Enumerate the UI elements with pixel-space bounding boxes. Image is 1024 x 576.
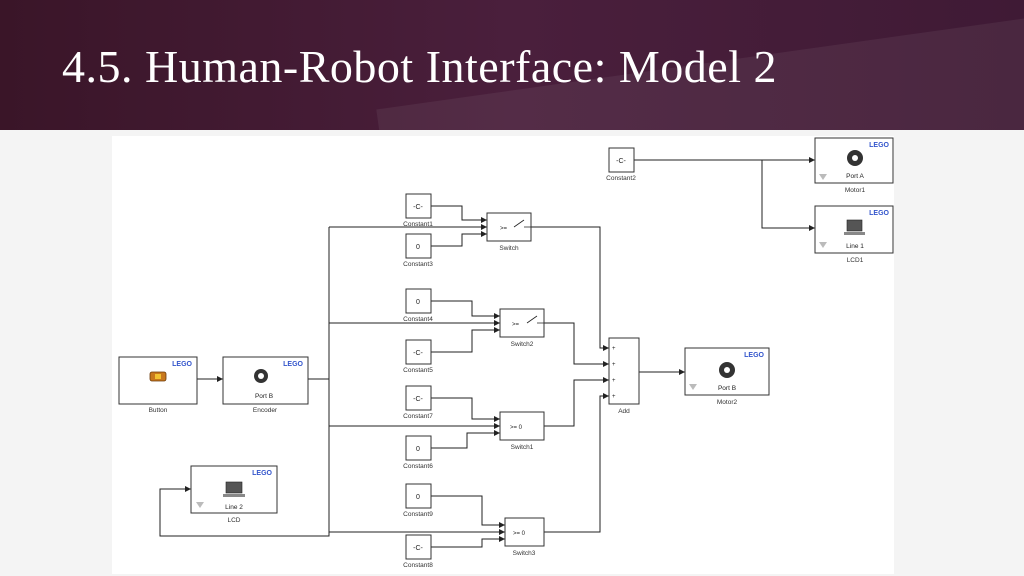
svg-text:0: 0 (416, 299, 420, 306)
lcd1-label: LCD1 (847, 257, 864, 264)
lego-label: LEGO (869, 142, 889, 149)
gear-icon (254, 369, 268, 383)
switch2-label: Switch2 (511, 341, 534, 348)
constant6-block[interactable]: 0 Constant6 (403, 435, 433, 470)
encoder-port: Port B (255, 393, 273, 400)
constant3-block[interactable]: 0 Constant3 (403, 233, 433, 268)
motor2-port: Port B (718, 385, 736, 392)
down-arrow-icon (819, 242, 827, 248)
constant6-label: Constant6 (403, 463, 433, 470)
motor-gear-icon (719, 362, 735, 378)
constant1-block[interactable]: -C- Constant1 (403, 193, 433, 228)
constant8-block[interactable]: -C- Constant8 (403, 534, 433, 569)
down-arrow-icon (689, 384, 697, 390)
down-arrow-icon (196, 502, 204, 508)
constant1-label: Constant1 (403, 221, 433, 228)
constant4-label: Constant4 (403, 316, 433, 323)
constant5-label: Constant5 (403, 367, 433, 374)
svg-text:-C-: -C- (413, 204, 423, 211)
motor1-port: Port A (846, 173, 864, 180)
down-arrow-icon (819, 174, 827, 180)
add-label: Add (618, 408, 630, 415)
constant2-label: Constant2 (606, 175, 636, 182)
encoder-block[interactable]: LEGO Port B Encoder (222, 356, 309, 414)
motor-gear-icon (847, 150, 863, 166)
motor2-label: Motor2 (717, 399, 738, 406)
svg-text:-C-: -C- (413, 545, 423, 552)
svg-text:-C-: -C- (616, 158, 626, 165)
motor2-block[interactable]: LEGO Port B Motor2 (684, 347, 770, 406)
signal-wires (159, 157, 815, 548)
lego-label: LEGO (283, 361, 303, 368)
simulink-diagram-canvas: LEGO Button LEGO Port B Encoder LEGO Lin… (112, 136, 894, 574)
constant7-label: Constant7 (403, 413, 433, 420)
switch3-block[interactable]: >= 0 Switch3 (504, 517, 545, 557)
constant5-block[interactable]: -C- Constant5 (403, 339, 433, 374)
switch2-block[interactable]: >= Switch2 (499, 308, 545, 348)
encoder-label: Encoder (253, 407, 278, 414)
switch-criteria: >= (500, 226, 508, 232)
svg-text:-C-: -C- (413, 396, 423, 403)
lcd-screen-icon (223, 481, 245, 497)
constant3-label: Constant3 (403, 261, 433, 268)
svg-text:+: + (612, 362, 616, 368)
switch1-block[interactable]: >= 0 Switch1 (499, 411, 545, 451)
lego-label: LEGO (869, 210, 889, 217)
lcd-port: Line 2 (225, 504, 243, 511)
lcd-screen-icon (844, 219, 865, 235)
simulink-diagram: LEGO Button LEGO Port B Encoder LEGO Lin… (118, 137, 894, 569)
slide-header: 4.5. Human-Robot Interface: Model 2 (0, 0, 1024, 130)
svg-text:0: 0 (416, 446, 420, 453)
switch-block[interactable]: >= Switch (486, 212, 532, 252)
lego-label: LEGO (744, 352, 764, 359)
switch3-criteria: >= 0 (513, 531, 526, 537)
constant2-block[interactable]: -C- Constant2 (606, 147, 636, 182)
motor1-label: Motor1 (845, 187, 866, 194)
motor1-block[interactable]: LEGO Port A Motor1 (814, 137, 894, 194)
constant9-block[interactable]: 0 Constant9 (403, 483, 433, 518)
svg-text:+: + (612, 346, 616, 352)
switch1-criteria: >= 0 (510, 425, 523, 431)
lcd-label: LCD (227, 517, 240, 524)
svg-text:0: 0 (416, 244, 420, 251)
svg-text:-C-: -C- (413, 350, 423, 357)
svg-text:0: 0 (416, 494, 420, 501)
slide-title: 4.5. Human-Robot Interface: Model 2 (62, 41, 777, 92)
lcd1-block[interactable]: LEGO Line 1 LCD1 (814, 205, 894, 264)
svg-text:+: + (612, 378, 616, 384)
touch-sensor-icon (149, 371, 167, 382)
constant8-label: Constant8 (403, 562, 433, 569)
lego-label: LEGO (252, 470, 272, 477)
svg-text:+: + (612, 394, 616, 400)
button-block[interactable]: LEGO Button (118, 356, 198, 414)
add-block[interactable]: + + + + Add (608, 337, 640, 415)
lcd1-port: Line 1 (846, 243, 864, 250)
constant4-block[interactable]: 0 Constant4 (403, 288, 433, 323)
switch2-criteria: >= (512, 322, 520, 328)
constant7-block[interactable]: -C- Constant7 (403, 385, 433, 420)
switch1-label: Switch1 (511, 444, 534, 451)
lcd-block[interactable]: LEGO Line 2 LCD (190, 465, 278, 524)
button-label: Button (149, 407, 168, 414)
constant9-label: Constant9 (403, 511, 433, 518)
lego-label: LEGO (172, 361, 192, 368)
switch3-label: Switch3 (513, 550, 536, 557)
switch-label: Switch (499, 245, 519, 252)
